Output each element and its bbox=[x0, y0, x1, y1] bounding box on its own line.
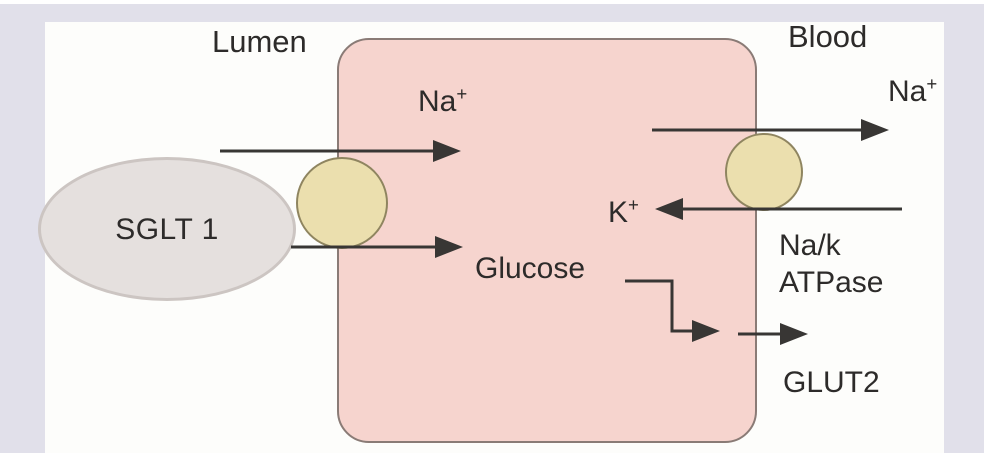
na-lumen-label: Na+ bbox=[418, 83, 468, 118]
glucose-label: Glucose bbox=[475, 252, 586, 285]
plus-sup: + bbox=[628, 194, 639, 215]
epithelial-cell-body bbox=[337, 38, 757, 443]
apical-transporter-circle-icon bbox=[296, 157, 388, 249]
sglt1-transporter-ellipse: SGLT 1 bbox=[38, 157, 296, 301]
lumen-label: Lumen bbox=[212, 24, 307, 59]
na-blood-label: Na+ bbox=[888, 73, 938, 108]
glut2-label: GLUT2 bbox=[783, 366, 880, 399]
plus-sup: + bbox=[456, 83, 468, 104]
k-label: K+ bbox=[608, 194, 639, 229]
blood-label: Blood bbox=[788, 19, 868, 54]
sglt1-label: SGLT 1 bbox=[115, 212, 219, 246]
plus-sup: + bbox=[926, 73, 938, 94]
basolateral-transporter-circle-icon bbox=[725, 133, 803, 211]
top-white-strip bbox=[0, 0, 984, 4]
